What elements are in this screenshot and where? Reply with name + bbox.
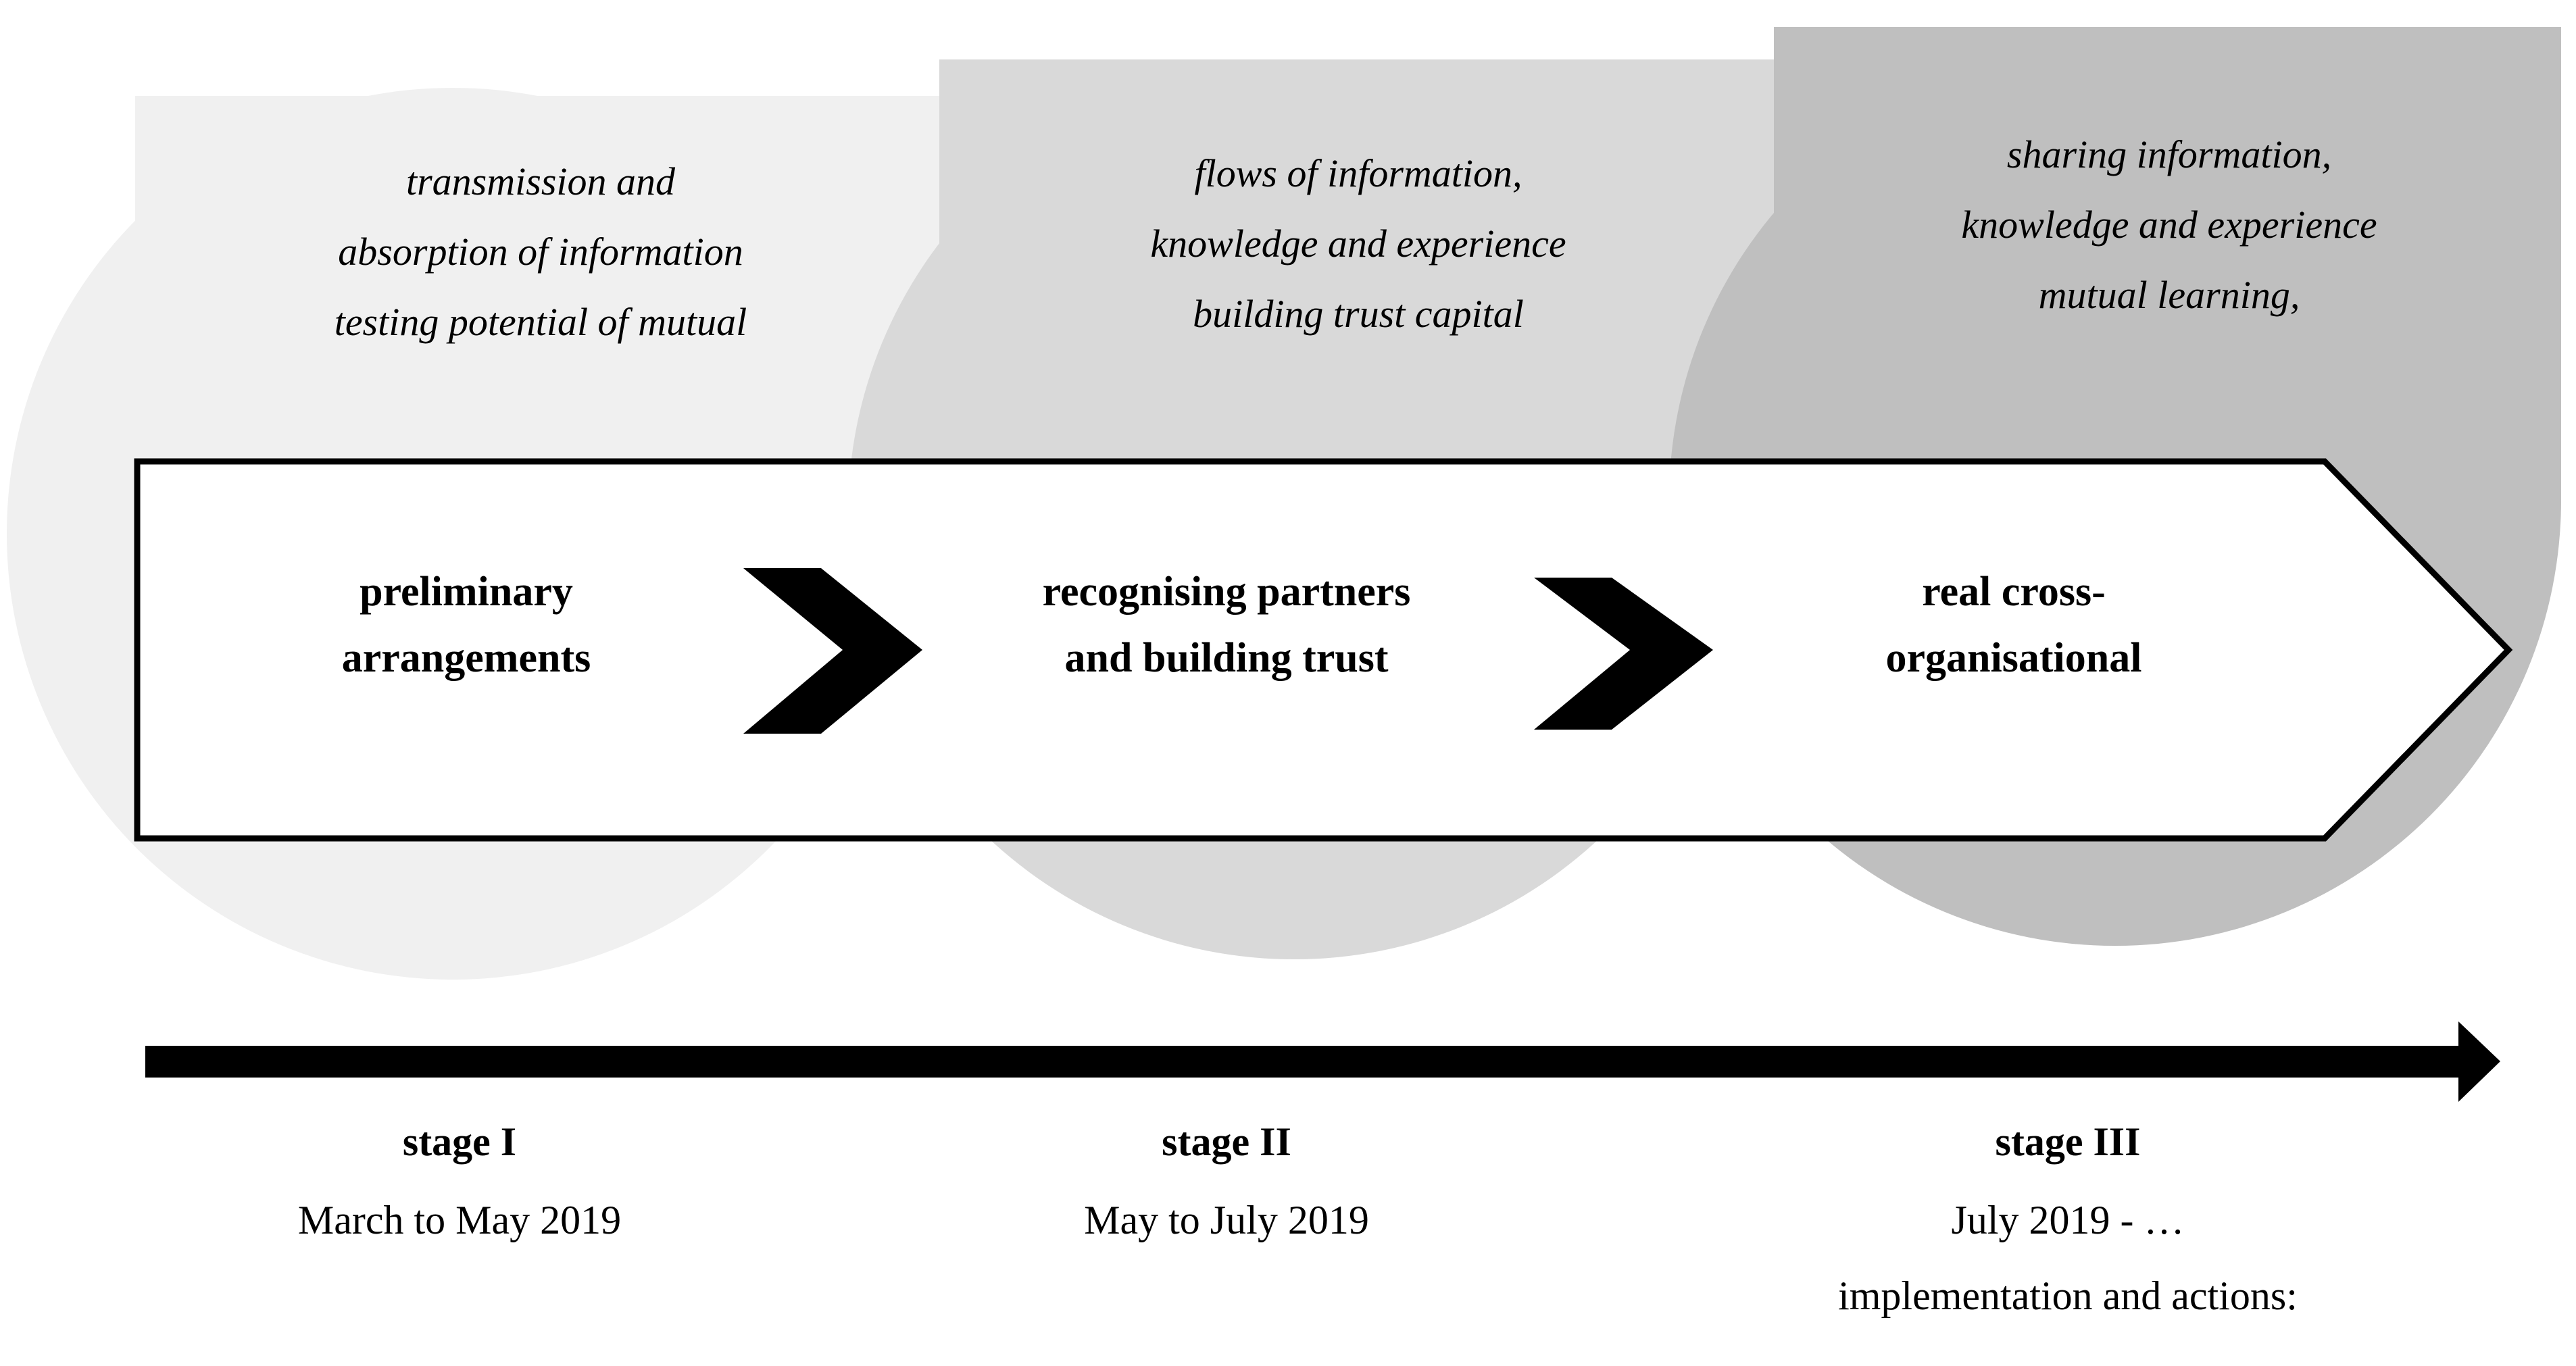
descriptor-line: transmission and [405, 159, 675, 203]
stage-1-title: stage I [402, 1119, 517, 1164]
stage-1-footer: stage I March to May 2019 [189, 1121, 730, 1240]
band-label-line: recognising partners [1042, 569, 1411, 615]
stage-2-title: stage II [1162, 1119, 1291, 1164]
descriptor-line: mutual learning, [2038, 273, 2300, 317]
stage-3-note: implementation and actions: [1838, 1273, 2298, 1318]
descriptor-line: absorption of information [338, 230, 743, 274]
stage-1-band-label: preliminary arrangements [196, 571, 737, 679]
stage-3-descriptor: sharing information, knowledge and exper… [1798, 135, 2541, 315]
process-band [134, 458, 2513, 842]
stage-3-dates: July 2019 - … [1951, 1198, 2185, 1242]
descriptor-line: testing potential of mutual [334, 300, 747, 344]
stage-3-title: stage III [1995, 1119, 2141, 1164]
descriptor-line: flows of information, [1194, 151, 1522, 195]
stage-2-dates: May to July 2019 [1084, 1198, 1369, 1242]
band-label-line: real cross- [1922, 569, 2106, 615]
stage-1-descriptor: transmission and absorption of informati… [182, 162, 899, 342]
descriptor-line: building trust capital [1193, 292, 1524, 336]
stage-2-footer: stage II May to July 2019 [946, 1121, 1507, 1240]
stage-1-dates: March to May 2019 [297, 1198, 622, 1242]
stage-2-descriptor: flows of information, knowledge and expe… [973, 154, 1743, 334]
chevron-separator-icon-1 [743, 568, 922, 734]
chevron-separator-icon-2 [1534, 578, 1713, 730]
stage-3-band-label: real cross- organisational [1743, 571, 2284, 679]
descriptor-line: knowledge and experience [1150, 222, 1566, 265]
band-label-line: and building trust [1064, 635, 1389, 681]
descriptor-line: sharing information, [2006, 132, 2332, 176]
band-label-line: arrangements [341, 635, 591, 681]
band-label-line: organisational [1885, 635, 2142, 681]
timeline-arrow-icon [145, 1021, 2500, 1102]
band-label-line: preliminary [360, 569, 573, 615]
stage-3-footer: stage III July 2019 - … implementation a… [1730, 1121, 2406, 1316]
descriptor-line: knowledge and experience [1961, 203, 2377, 247]
stage-2-band-label: recognising partners and building trust [946, 571, 1507, 679]
